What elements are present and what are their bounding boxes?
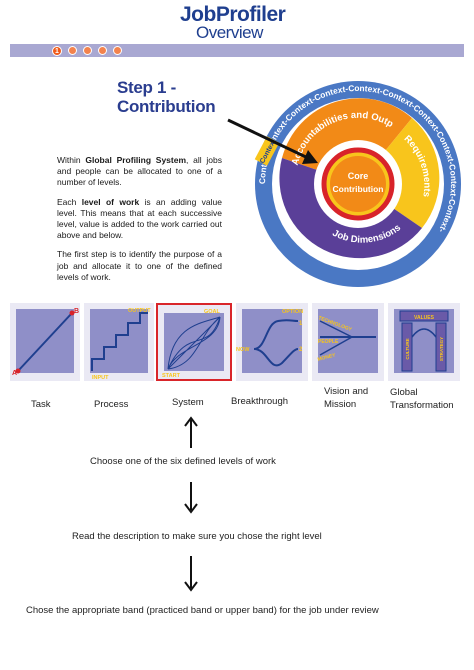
- level-label-task: Task: [31, 399, 51, 410]
- levels-strip: A B OUTPUT INPUT GOAL START OPTION: [8, 303, 468, 383]
- context-tab: [254, 136, 280, 166]
- vision-mark-people: PEOPLE: [318, 339, 339, 345]
- header-band: [10, 44, 464, 57]
- core-inner: [330, 156, 386, 212]
- progress-dot-1[interactable]: 1: [52, 46, 62, 56]
- breakthrough-graphic: OPTION NOW 1 2: [236, 303, 308, 381]
- level-tile-task[interactable]: A B: [10, 303, 80, 381]
- progress-dot-3[interactable]: [83, 46, 92, 55]
- level-tile-system[interactable]: GOAL START: [156, 303, 232, 381]
- brand-subtitle: Overview: [196, 23, 263, 42]
- task-graphic: A B: [10, 303, 80, 381]
- up-arrow-icon: [184, 416, 198, 448]
- flow-step-2: Read the description to make sure you ch…: [72, 531, 322, 542]
- intro-paragraph-1: Within Global Profiling System, all jobs…: [57, 155, 222, 188]
- global-mark-values: VALUES: [414, 315, 435, 321]
- level-tile-process[interactable]: OUTPUT INPUT: [84, 303, 154, 381]
- level-tile-vision[interactable]: TECHNOLOGY PEOPLE MONEY: [312, 303, 384, 381]
- core-label-2: Contribution: [333, 184, 384, 194]
- progress-dots: 1: [52, 46, 122, 56]
- brand-name: JobProfiler: [180, 3, 286, 26]
- brand-logo: JobProfiler Overview: [180, 4, 380, 41]
- level-label-breakthrough: Breakthrough: [231, 396, 289, 407]
- vision-graphic: TECHNOLOGY PEOPLE MONEY: [312, 303, 384, 381]
- intro-text: Within Global Profiling System, all jobs…: [57, 155, 222, 291]
- system-graphic: GOAL START: [158, 305, 230, 379]
- task-mark-a: A: [12, 370, 17, 377]
- intro-paragraph-3: The first step is to identify the purpos…: [57, 249, 222, 282]
- level-label-global: Global Transformation: [390, 387, 454, 411]
- level-tile-breakthrough[interactable]: OPTION NOW 1 2: [236, 303, 308, 381]
- process-mark-input: INPUT: [92, 375, 109, 381]
- intro-paragraph-2: Each level of work is an adding value le…: [57, 196, 222, 241]
- system-mark-goal: GOAL: [204, 309, 221, 315]
- vision-mark-money: MONEY: [317, 352, 337, 363]
- process-mark-output: OUTPUT: [128, 308, 151, 314]
- down-arrow-icon: [184, 482, 198, 514]
- core-label-1: Core: [348, 171, 369, 181]
- system-mark-start: START: [162, 373, 181, 379]
- global-mark-culture: CULTURE: [405, 338, 410, 359]
- flow-step-1: Choose one of the six defined levels of …: [90, 456, 276, 467]
- global-graphic: VALUES CULTURE STRATEGY: [388, 303, 460, 381]
- global-mark-strategy: STRATEGY: [439, 337, 444, 361]
- progress-dot-5[interactable]: [113, 46, 122, 55]
- pointer-arrow: [227, 118, 318, 164]
- level-label-vision: Vision and Mission: [324, 386, 369, 410]
- flow-step-3: Chose the appropriate band (practiced ba…: [26, 605, 379, 616]
- down-arrow-icon: [184, 556, 198, 592]
- step-heading-line1: Step 1 -: [117, 78, 177, 97]
- step-heading-line2: Contribution: [117, 97, 216, 116]
- step-heading: Step 1 - Contribution: [117, 78, 257, 116]
- contribution-wheel: Context-Context-Context-Context-Context-…: [252, 78, 461, 287]
- process-graphic: OUTPUT INPUT: [84, 303, 154, 381]
- progress-dot-4[interactable]: [98, 46, 107, 55]
- level-label-system: System: [172, 397, 204, 408]
- breakthrough-mark-1: 1: [299, 321, 303, 327]
- breakthrough-mark-2: 2: [299, 347, 303, 353]
- level-label-process: Process: [94, 399, 129, 410]
- progress-dot-2[interactable]: [68, 46, 77, 55]
- task-mark-b: B: [74, 308, 79, 315]
- breakthrough-mark-now: NOW: [236, 347, 250, 353]
- level-tile-global[interactable]: VALUES CULTURE STRATEGY: [388, 303, 460, 381]
- breakthrough-mark-option: OPTION: [282, 309, 303, 315]
